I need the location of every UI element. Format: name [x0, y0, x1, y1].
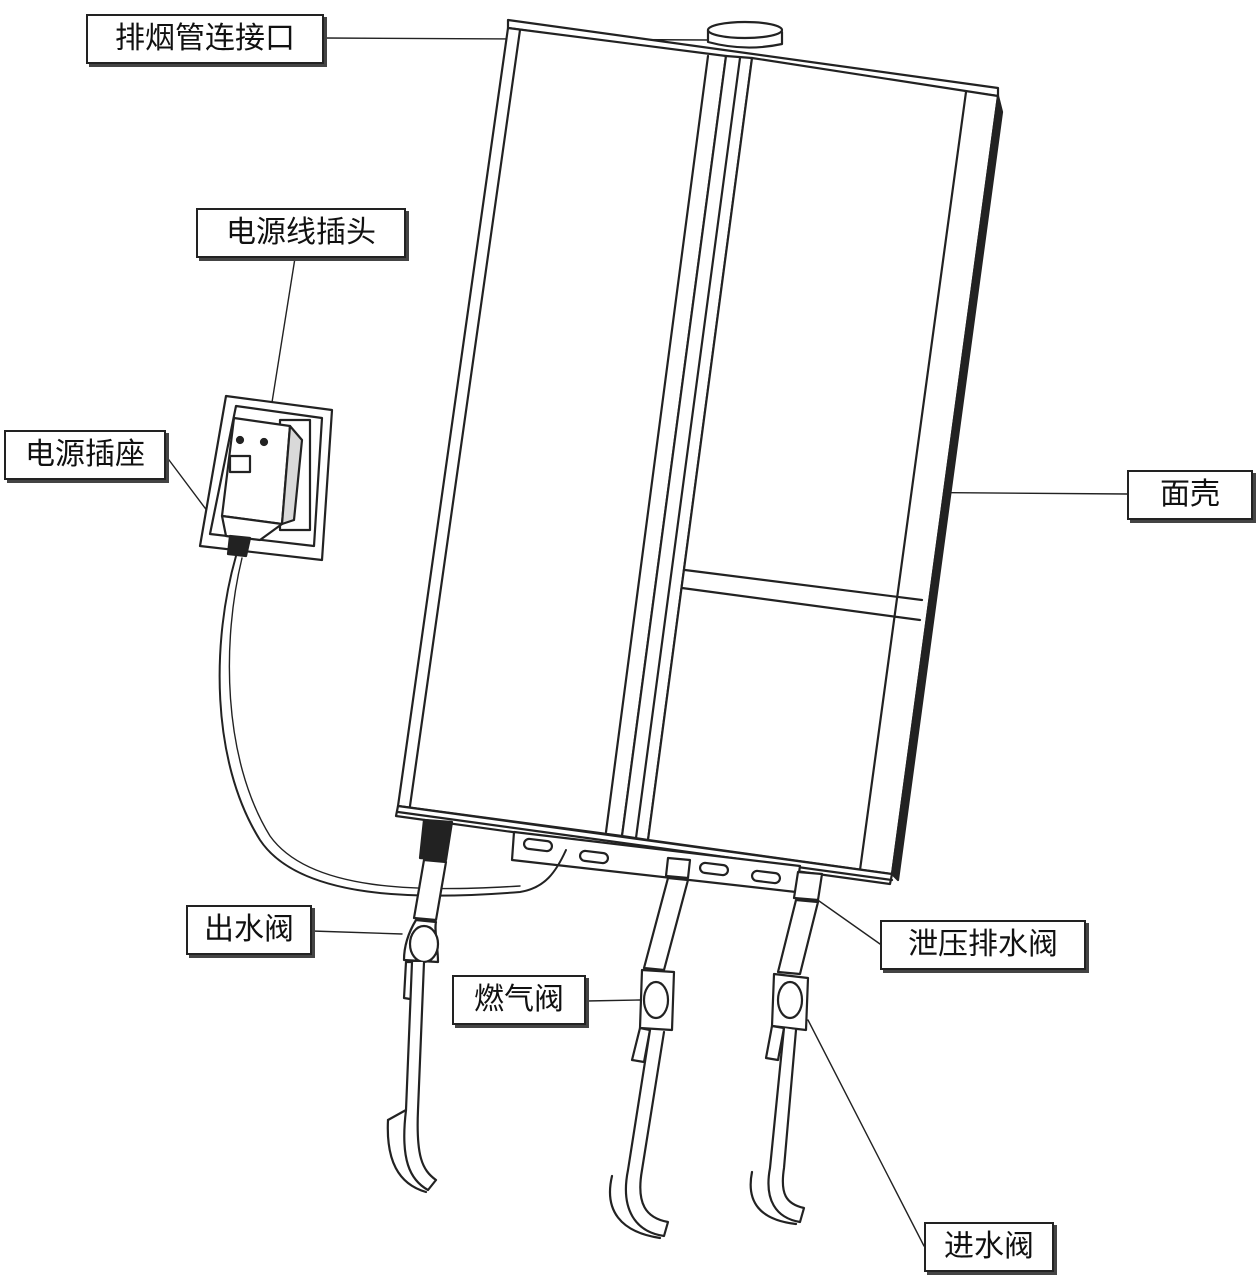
- label-power-socket: 电源插座: [4, 430, 166, 480]
- leader-outlet: [311, 930, 403, 935]
- leader-relief: [811, 895, 881, 945]
- leader-socket: [165, 455, 209, 513]
- power-cable: [218, 555, 567, 897]
- label-panel-shell: 面壳: [1127, 470, 1253, 520]
- label-flue-connector: 排烟管连接口: [86, 14, 324, 64]
- label-outlet-valve: 出水阀: [186, 905, 312, 955]
- heater-body: [394, 18, 1004, 886]
- power-plug: [220, 416, 304, 558]
- label-inlet-valve: 进水阀: [924, 1222, 1054, 1272]
- flue-connector: [706, 20, 784, 49]
- leader-inlet: [807, 1019, 925, 1247]
- label-relief-valve: 泄压排水阀: [880, 920, 1086, 970]
- label-power-plug: 电源线插头: [196, 208, 406, 258]
- label-gas-valve: 燃气阀: [452, 975, 586, 1025]
- inlet-pipe: [749, 870, 824, 1226]
- outlet-pipe: [386, 818, 454, 1194]
- leader-gas: [585, 999, 641, 1002]
- gas-pipe: [608, 856, 692, 1240]
